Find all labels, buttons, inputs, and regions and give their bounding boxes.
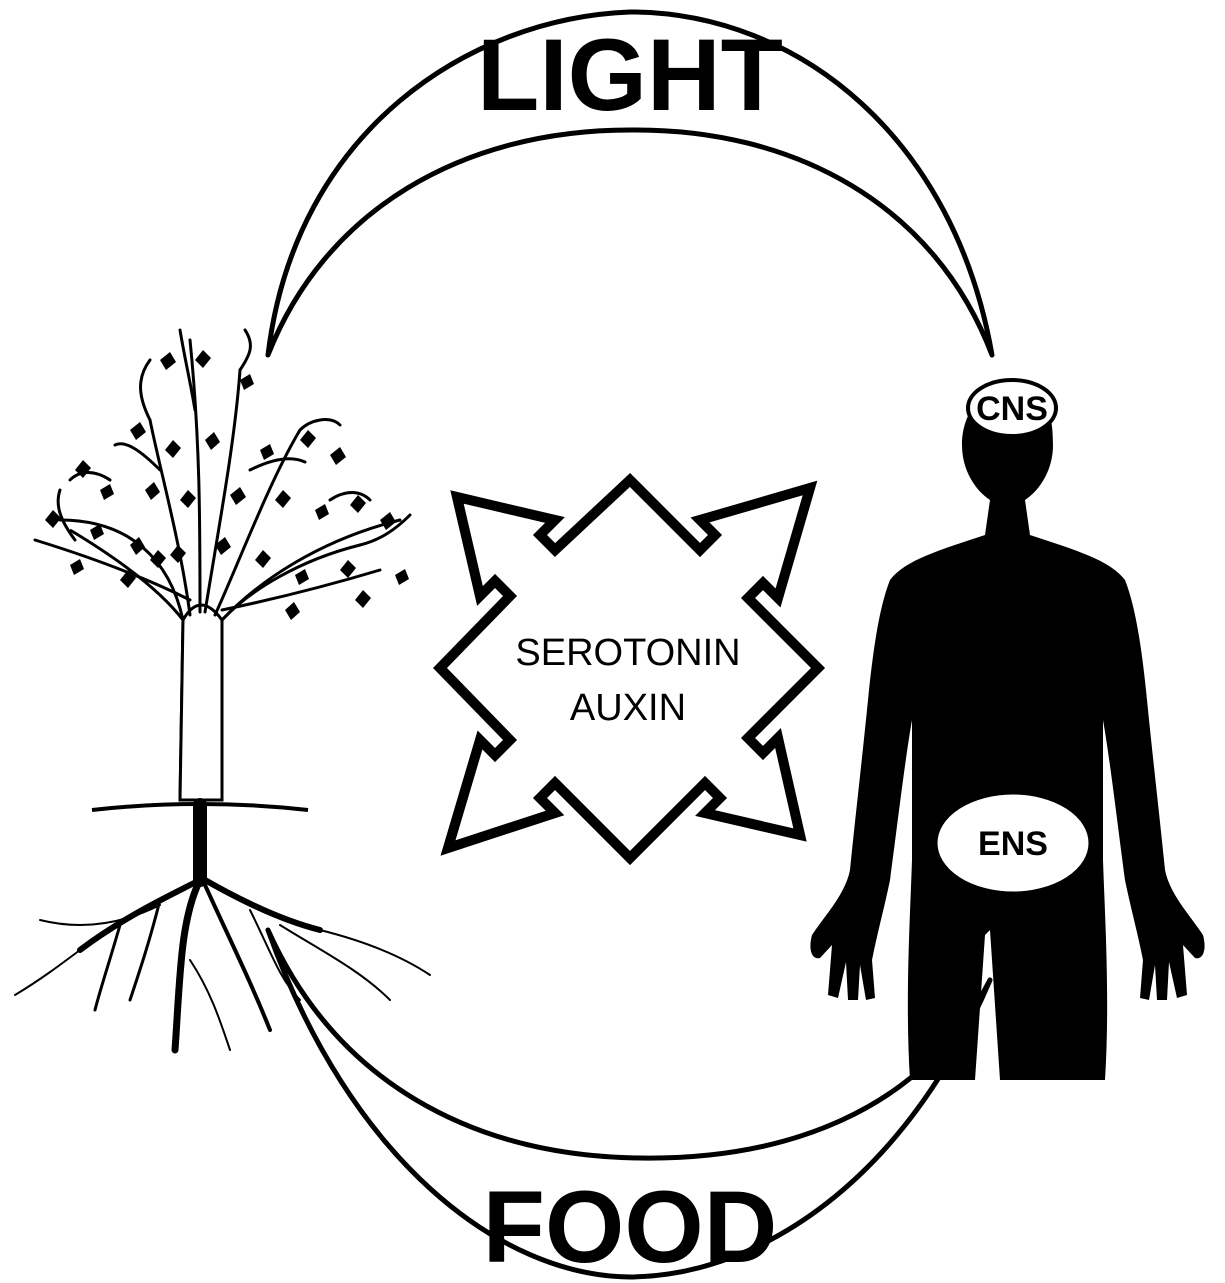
- food-label: FOOD: [483, 1170, 778, 1283]
- human-silhouette-icon: CNS ENS: [810, 380, 1204, 1080]
- ens-label: ENS: [978, 825, 1048, 863]
- cns-label: CNS: [976, 390, 1048, 428]
- tree-icon: [15, 330, 430, 1050]
- serotonin-label: SEROTONIN: [515, 632, 740, 674]
- four-way-arrow-icon: SEROTONIN AUXIN: [440, 480, 818, 858]
- auxin-label: AUXIN: [570, 687, 686, 729]
- light-label: LIGHT: [477, 18, 783, 132]
